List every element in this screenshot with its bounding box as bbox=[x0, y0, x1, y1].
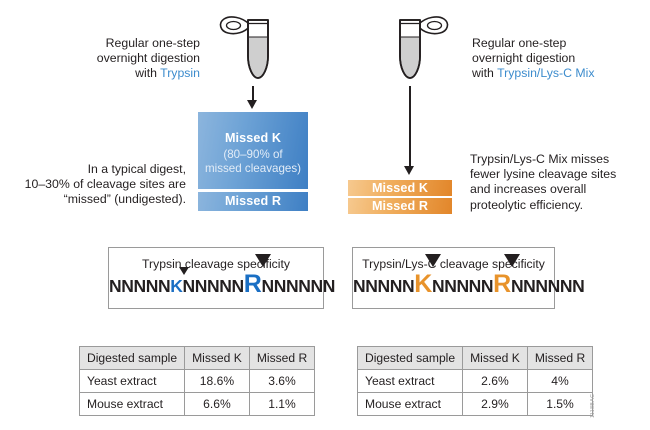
right-missed-r-box: Missed R bbox=[348, 198, 452, 214]
right-table-r1-c0: Mouse extract bbox=[356, 392, 464, 416]
left-table-r0-c2: 3.6% bbox=[248, 369, 316, 393]
left-note-line-2: 10–30% of cleavage sites are bbox=[24, 177, 186, 192]
left-missed-k-sub-line-2: missed cleavages) bbox=[204, 162, 301, 176]
left-table-r1-c0: Mouse extract bbox=[78, 392, 186, 416]
left-table-header-missed-k: Missed K bbox=[184, 346, 250, 370]
right-cleavage-triangle-r bbox=[503, 254, 520, 267]
left-intro-text: Regular one-step overnight digestion wit… bbox=[40, 36, 200, 82]
left-table-header-missed-r: Missed R bbox=[248, 346, 316, 370]
right-note-text: Trypsin/Lys-C Mix misses fewer lysine cl… bbox=[470, 152, 650, 213]
left-missed-k-sub-line-1: (80–90% of bbox=[223, 148, 283, 161]
right-table-r0-c2: 4% bbox=[526, 369, 594, 393]
right-table-header-sample: Digested sample bbox=[356, 346, 464, 370]
right-cleavage-triangle-k bbox=[424, 254, 441, 267]
left-residue-k: K bbox=[170, 267, 189, 297]
right-arrow-head-icon bbox=[404, 166, 415, 175]
left-cleavage-triangle-k bbox=[178, 267, 189, 275]
right-seq-segment-2: NNNNN bbox=[431, 276, 494, 296]
left-residue-r: R bbox=[244, 254, 271, 299]
right-residue-k: K bbox=[414, 254, 441, 299]
right-enzyme-name: Trypsin/Lys-C Mix bbox=[497, 66, 595, 81]
left-table-r1-c2: 1.1% bbox=[248, 392, 316, 416]
left-enzyme-name: Trypsin bbox=[160, 66, 200, 81]
right-specificity-title: Trypsin/Lys-C cleavage specificity bbox=[362, 257, 545, 271]
left-table-r0-c0: Yeast extract bbox=[78, 369, 186, 393]
left-table-r0-c1: 18.6% bbox=[184, 369, 250, 393]
right-results-table: Digested sample Missed K Missed R Yeast … bbox=[356, 346, 594, 416]
left-note-line-3: “missed” (undigested). bbox=[63, 192, 186, 207]
right-table-r0-c1: 2.6% bbox=[462, 369, 528, 393]
right-table-r1-c2: 1.5% bbox=[526, 392, 594, 416]
right-note-line-1: Trypsin/Lys-C Mix misses bbox=[470, 152, 610, 166]
right-note-line-4: proteolytic efficiency. bbox=[470, 197, 584, 212]
left-cleavage-triangle-r bbox=[254, 254, 271, 267]
table-row: Yeast extract 18.6% 3.6% bbox=[78, 369, 316, 393]
right-table-r1-c1: 2.9% bbox=[462, 392, 528, 416]
left-missed-k-title: Missed K bbox=[224, 131, 282, 145]
left-seq-segment-3: NNNNNN bbox=[261, 276, 336, 296]
left-intro-line-2: overnight digestion bbox=[96, 51, 200, 66]
right-note-line-3: and increases overall bbox=[470, 182, 587, 197]
right-intro-line-3: with Trypsin/Lys-C Mix bbox=[472, 66, 650, 81]
table-row: Yeast extract 2.6% 4% bbox=[356, 369, 594, 393]
left-table-header-row: Digested sample Missed K Missed R bbox=[78, 346, 316, 370]
right-intro-line-1: Regular one-step bbox=[472, 36, 567, 50]
left-seq-segment-1: NNNNN bbox=[109, 276, 171, 296]
right-intro-text: Regular one-step overnight digestion wit… bbox=[472, 36, 650, 82]
right-intro-line-3-prefix: with bbox=[472, 66, 498, 81]
left-arrow-head-icon bbox=[247, 100, 258, 109]
table-row: Mouse extract 2.9% 1.5% bbox=[356, 392, 594, 416]
right-specificity-panel: Trypsin/Lys-C cleavage specificity NNNNN… bbox=[352, 247, 585, 309]
right-arrow-line bbox=[409, 86, 411, 168]
right-seq-segment-1: NNNNN bbox=[353, 276, 415, 296]
right-seq-segment-3: NNNNNN bbox=[510, 276, 585, 296]
right-table-header-missed-r: Missed R bbox=[526, 346, 594, 370]
left-arrow-line bbox=[252, 86, 254, 102]
left-missed-k-box: Missed K (80–90% of missed cleavages) bbox=[198, 112, 308, 189]
right-tube-icon bbox=[378, 12, 452, 95]
left-table-r1-c1: 6.6% bbox=[184, 392, 250, 416]
left-results-table: Digested sample Missed K Missed R Yeast … bbox=[78, 346, 316, 416]
right-note-line-2: fewer lysine cleavage sites bbox=[470, 167, 617, 182]
left-seq-segment-2: NNNNN bbox=[182, 276, 245, 296]
left-note-text: In a typical digest, 10–30% of cleavage … bbox=[18, 162, 186, 208]
left-specificity-title: Trypsin cleavage specificity bbox=[142, 257, 290, 271]
right-missed-k-box: Missed K bbox=[348, 180, 452, 196]
right-table-r0-c0: Yeast extract bbox=[356, 369, 464, 393]
left-missed-r-box: Missed R bbox=[198, 192, 308, 211]
left-intro-line-3: with Trypsin bbox=[40, 66, 200, 81]
left-intro-line-1: Regular one-step bbox=[105, 36, 200, 50]
left-tube-icon bbox=[216, 12, 290, 95]
right-intro-line-2: overnight digestion bbox=[472, 51, 576, 66]
left-table-header-sample: Digested sample bbox=[78, 346, 186, 370]
right-residue-r: R bbox=[493, 254, 520, 299]
right-table-header-missed-k: Missed K bbox=[462, 346, 528, 370]
left-note-line-1: In a typical digest, bbox=[87, 162, 186, 176]
right-table-header-row: Digested sample Missed K Missed R bbox=[356, 346, 594, 370]
table-row: Mouse extract 6.6% 1.1% bbox=[78, 392, 316, 416]
left-missed-k-sub: (80–90% of missed cleavages) bbox=[198, 148, 308, 176]
watermark-code: 1118BAC bbox=[590, 393, 596, 418]
left-intro-line-3-prefix: with bbox=[135, 66, 161, 81]
